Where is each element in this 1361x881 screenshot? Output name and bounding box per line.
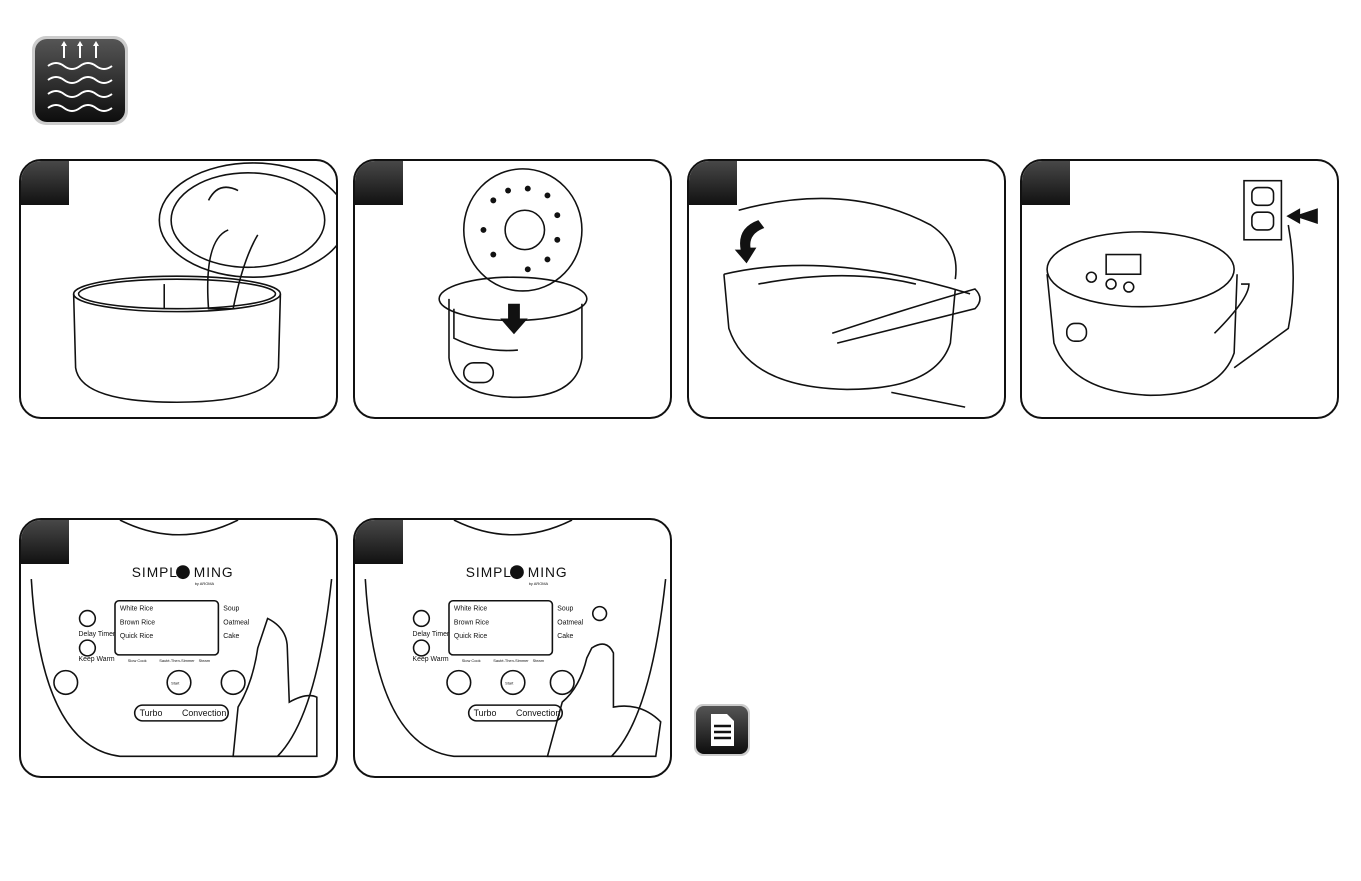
insert-pot-illustration xyxy=(438,168,588,399)
note-document-icon xyxy=(693,703,751,757)
delay-timer-label-6: Delay Timer xyxy=(413,631,450,638)
white-rice-label: White Rice xyxy=(120,606,153,613)
step-tab-1 xyxy=(21,161,69,205)
control-panel-illustration-6: SIMPLY MING by AROMA Delay Timer Keep Wa… xyxy=(364,520,667,758)
control-panel-illustration-5: SIMPLY MING by AROMA Delay Timer Keep Wa… xyxy=(30,520,333,758)
soup-label: Soup xyxy=(223,606,239,613)
steam-label-6: Steam xyxy=(533,658,545,663)
slow-cook-label-6: Slow Cook xyxy=(462,658,481,663)
step-panel-6: SIMPLY MING by AROMA Delay Timer Keep Wa… xyxy=(353,518,672,778)
brand-left-6: SIMPLY xyxy=(466,565,521,580)
step-tab-6 xyxy=(355,520,403,564)
start-label: Start xyxy=(171,680,180,685)
close-lid-illustration xyxy=(723,197,981,408)
convection-label: Convection xyxy=(182,708,226,718)
plug-in-illustration xyxy=(1046,179,1318,397)
keep-warm-label: Keep Warm xyxy=(79,656,115,663)
quick-rice-label-6: Quick Rice xyxy=(454,633,487,640)
step-panel-1 xyxy=(19,159,338,419)
brand-by-6: by AROMA xyxy=(529,581,549,586)
step-panel-4 xyxy=(1020,159,1339,419)
cake-label: Cake xyxy=(223,633,239,640)
step-panel-5: SIMPLY MING by AROMA Delay Timer Keep Wa… xyxy=(19,518,338,778)
step-panel-2 xyxy=(353,159,672,419)
cake-steam-icon xyxy=(30,34,130,127)
brown-rice-label-6: Brown Rice xyxy=(454,619,489,626)
keep-warm-label-6: Keep Warm xyxy=(413,656,449,663)
step-tab-4 xyxy=(1022,161,1070,205)
brand-by: by AROMA xyxy=(195,581,215,586)
quick-rice-label: Quick Rice xyxy=(120,633,153,640)
soup-label-6: Soup xyxy=(557,606,573,613)
steam-label: Steam xyxy=(199,658,211,663)
slow-cook-label: Slow Cook xyxy=(128,658,147,663)
brand-right: MING xyxy=(194,565,234,580)
saute-label-6: Sauté-Then-Simmer xyxy=(493,658,529,663)
start-label-6: Start xyxy=(505,680,514,685)
step-tab-2 xyxy=(355,161,403,205)
brown-rice-label: Brown Rice xyxy=(120,619,155,626)
step-tab-5 xyxy=(21,520,69,564)
delay-timer-label: Delay Timer xyxy=(79,631,116,638)
turbo-label-6: Turbo xyxy=(474,708,497,718)
step-panel-3 xyxy=(687,159,1006,419)
pouring-batter-illustration xyxy=(72,162,336,404)
oatmeal-label: Oatmeal xyxy=(223,619,249,626)
brand-left: SIMPLY xyxy=(132,565,187,580)
oatmeal-label-6: Oatmeal xyxy=(557,619,583,626)
convection-label-6: Convection xyxy=(516,708,560,718)
step-tab-3 xyxy=(689,161,737,205)
saute-label: Sauté-Then-Simmer xyxy=(159,658,195,663)
brand-right-6: MING xyxy=(528,565,568,580)
white-rice-label-6: White Rice xyxy=(454,606,487,613)
turbo-label: Turbo xyxy=(140,708,163,718)
cake-label-6: Cake xyxy=(557,633,573,640)
